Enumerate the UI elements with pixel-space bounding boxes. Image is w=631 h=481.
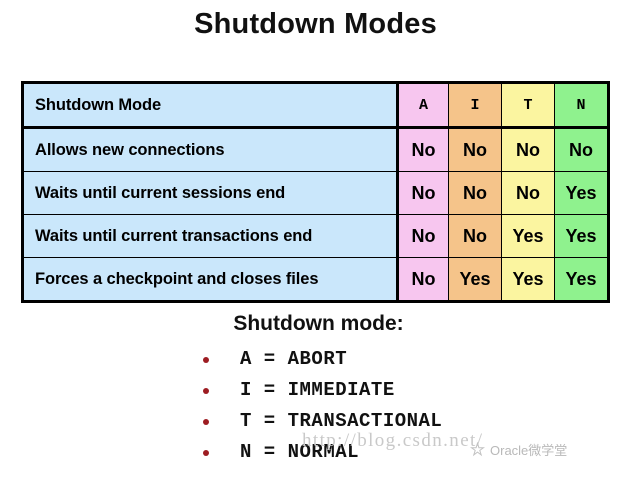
cell-forces-checkpoint-n: Yes [554, 257, 609, 302]
column-header-shutdown-mode: Shutdown Mode [22, 82, 399, 129]
cell-waits-sessions-t: No [501, 171, 555, 215]
cell-waits-sessions-a: No [397, 171, 449, 215]
table-row: Waits until current sessions end No No N… [22, 171, 609, 215]
list-item: N = NORMAL [196, 437, 631, 468]
legend-item-label: T = TRANSACTIONAL [240, 410, 443, 432]
cell-waits-transactions-n: Yes [554, 214, 609, 258]
cell-waits-transactions-t: Yes [501, 214, 555, 258]
legend-item-label: I = IMMEDIATE [240, 379, 395, 401]
row-label: Waits until current sessions end [22, 171, 399, 215]
column-header-mode-a: A [397, 82, 449, 129]
cell-waits-transactions-i: No [448, 214, 502, 258]
bullet-icon [203, 450, 209, 456]
table-row: Waits until current transactions end No … [22, 214, 609, 258]
bullet-icon [203, 419, 209, 425]
table-header-row: Shutdown Mode A I T N [22, 82, 609, 129]
cell-allows-new-connections-t: No [501, 127, 555, 172]
cell-allows-new-connections-i: No [448, 127, 502, 172]
page-title: Shutdown Modes [194, 8, 437, 40]
list-item: I = IMMEDIATE [196, 375, 631, 406]
cell-forces-checkpoint-t: Yes [501, 257, 555, 302]
legend-item-label: A = ABORT [240, 348, 348, 370]
legend-title: Shutdown mode: [233, 312, 404, 335]
table-row: Forces a checkpoint and closes files No … [22, 257, 609, 302]
list-item: A = ABORT [196, 344, 631, 375]
cell-allows-new-connections-a: No [397, 127, 449, 172]
table-row: Allows new connections No No No No [22, 127, 609, 172]
cell-waits-sessions-i: No [448, 171, 502, 215]
cell-waits-transactions-a: No [397, 214, 449, 258]
cell-waits-sessions-n: Yes [554, 171, 609, 215]
column-header-mode-t: T [501, 82, 555, 129]
row-label: Forces a checkpoint and closes files [22, 257, 399, 302]
row-label: Allows new connections [22, 127, 399, 172]
shutdown-modes-table: Shutdown Mode A I T N Allows new connect… [21, 81, 610, 303]
list-item: T = TRANSACTIONAL [196, 406, 631, 437]
row-label: Waits until current transactions end [22, 214, 399, 258]
column-header-mode-n: N [554, 82, 609, 129]
cell-allows-new-connections-n: No [554, 127, 609, 172]
legend: Shutdown mode: A = ABORT I = IMMEDIATE T… [0, 312, 631, 468]
bullet-icon [203, 357, 209, 363]
bullet-icon [203, 388, 209, 394]
legend-item-label: N = NORMAL [240, 441, 360, 463]
cell-forces-checkpoint-i: Yes [448, 257, 502, 302]
cell-forces-checkpoint-a: No [397, 257, 449, 302]
column-header-mode-i: I [448, 82, 502, 129]
legend-list: A = ABORT I = IMMEDIATE T = TRANSACTIONA… [0, 344, 631, 468]
